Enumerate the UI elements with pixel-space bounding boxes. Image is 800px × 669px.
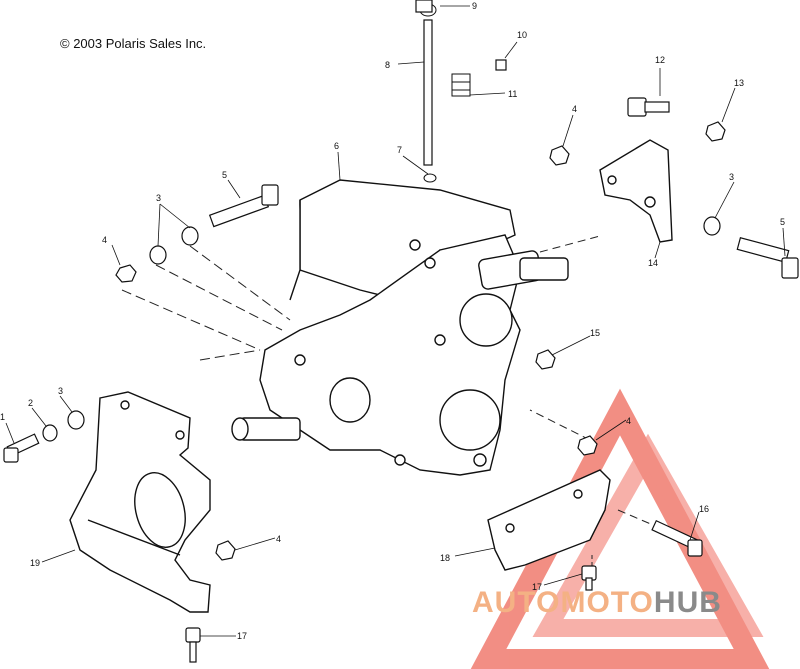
- callout-5-right: 5: [780, 217, 785, 227]
- callout-8: 8: [385, 60, 390, 70]
- callout-1: 1: [0, 412, 5, 422]
- callout-19: 19: [30, 558, 40, 568]
- watermark-auto: AUTO: [472, 586, 561, 619]
- callout-4-lower-right: 4: [626, 416, 631, 426]
- watermark-moto: MOTO: [560, 586, 654, 619]
- callout-10: 10: [517, 30, 527, 40]
- mounting-bracket-19: [69, 391, 211, 613]
- watermark-hub: HUB: [653, 586, 722, 619]
- clip-11: [451, 73, 471, 97]
- callout-3-lower-left: 3: [58, 386, 63, 396]
- callout-2: 2: [28, 398, 33, 408]
- callout-7: 7: [397, 145, 402, 155]
- callout-4-top-right: 4: [572, 104, 577, 114]
- callout-leaders: [5, 5, 786, 637]
- callout-3-left: 3: [156, 193, 161, 203]
- hose-clamp: [423, 173, 437, 183]
- callout-12: 12: [655, 55, 665, 65]
- watermark-logo-text: AUTOMOTOHUB: [472, 586, 722, 620]
- callout-4-left: 4: [102, 235, 107, 245]
- mounting-bracket-18: [487, 469, 611, 571]
- callout-9: 9: [472, 1, 477, 11]
- callout-3-right: 3: [729, 172, 734, 182]
- callout-14: 14: [648, 258, 658, 268]
- transmission-assembly: [231, 179, 569, 476]
- callout-17-bottom: 17: [237, 631, 247, 641]
- callout-18: 18: [440, 553, 450, 563]
- mounting-bracket-14: [599, 139, 673, 243]
- callout-16: 16: [699, 504, 709, 514]
- callout-11: 11: [508, 89, 517, 99]
- callout-6: 6: [334, 141, 339, 151]
- callout-numbers: 9 8 10 11 12 13 4 6 7 5 3 4 3 5 14 15 4 …: [0, 1, 785, 641]
- hardware-parts: [3, 0, 799, 663]
- callout-13: 13: [734, 78, 744, 88]
- callout-15: 15: [590, 328, 600, 338]
- vent-tube: [423, 19, 433, 166]
- copyright-notice: © 2003 Polaris Sales Inc.: [60, 36, 207, 51]
- callout-4-lower-left: 4: [276, 534, 281, 544]
- callout-5-left: 5: [222, 170, 227, 180]
- callout-17-right: 17: [532, 582, 542, 592]
